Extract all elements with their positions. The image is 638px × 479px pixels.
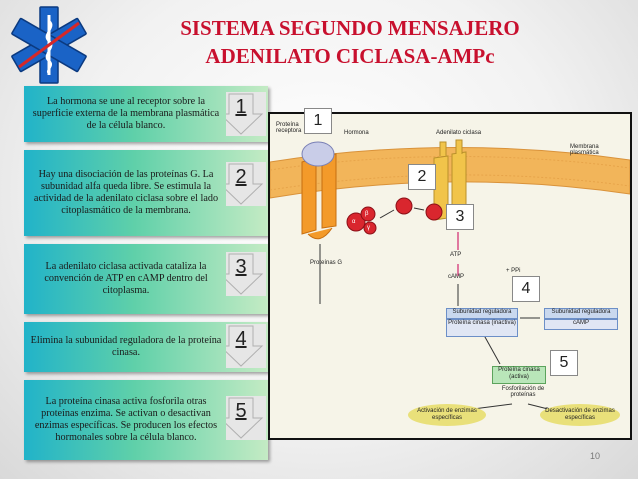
title-line-1: SISTEMA SEGUNDO MENSAJERO xyxy=(180,16,520,40)
step-2-number: 2 xyxy=(235,166,247,188)
label-ppi: + PPi xyxy=(506,268,521,274)
step-2-arrow: 2 xyxy=(226,162,266,206)
box-regulator-subunit-2: Subunidad reguladora xyxy=(544,308,618,319)
step-5-number: 5 xyxy=(235,400,247,422)
box-regulator-subunit: Subunidad reguladora xyxy=(446,308,518,319)
label-camp: cAMP xyxy=(448,274,465,280)
step-4-number: 4 xyxy=(235,328,247,350)
step-4-text: Elimina la subunidad reguladora de la pr… xyxy=(30,335,222,358)
signaling-diagram-art xyxy=(269,139,631,413)
box-kinase-inactive: Proteína cinasa (inactiva) xyxy=(446,319,518,337)
step-2-text: Hay una disociación de las proteínas G. … xyxy=(33,169,219,216)
step-1-number: 1 xyxy=(235,96,247,118)
box-kinase-active: Proteína cinasa (activa) xyxy=(492,366,546,384)
callout-4: 4 xyxy=(512,276,540,302)
callout-1: 1 xyxy=(304,108,332,134)
callout-5: 5 xyxy=(550,350,578,376)
label-atp: ATP xyxy=(450,252,462,258)
label-gamma: γ xyxy=(367,225,370,231)
label-membrane: Membrana plasmática xyxy=(570,144,599,156)
label-alpha: α xyxy=(352,219,356,225)
step-5-arrow: 5 xyxy=(226,396,266,440)
oval-activation: Activación de enzimas específicas xyxy=(408,404,486,426)
label-beta: β xyxy=(365,211,369,217)
step-3-text: La adenilato ciclasa activada cataliza l… xyxy=(44,261,208,296)
page-number: 10 xyxy=(590,451,601,461)
step-3-arrow: 3 xyxy=(226,252,266,296)
step-1-text: La hormona se une al receptor sobre la s… xyxy=(32,96,220,131)
step-4-arrow: 4 xyxy=(226,324,266,368)
step-3-number: 3 xyxy=(235,256,247,278)
label-phosphorylation: Fosforilación de proteínas xyxy=(501,386,545,398)
step-2: Hay una disociación de las proteínas G. … xyxy=(24,150,268,236)
oval-deactivation: Desactivación de enzimas específicas xyxy=(540,404,620,426)
label-receptor: Proteína receptora xyxy=(276,122,302,134)
signaling-diagram: Proteína receptora Hormona Adenilato cic… xyxy=(268,108,632,440)
callout-3: 3 xyxy=(446,204,474,230)
title-line-2: ADENILATO CICLASA-AMPc xyxy=(205,44,495,68)
box-camp-2: cAMP xyxy=(544,319,618,330)
star-of-life-logo xyxy=(11,6,87,84)
label-hormone: Hormona xyxy=(344,130,369,136)
step-5-text: La proteína cinasa activa fosforila otra… xyxy=(34,396,218,443)
label-cyclase: Adenilato ciclasa xyxy=(436,130,482,136)
step-1-arrow: 1 xyxy=(226,92,266,136)
label-g-proteins: Proteínas G xyxy=(310,260,343,266)
callout-2: 2 xyxy=(408,164,436,190)
